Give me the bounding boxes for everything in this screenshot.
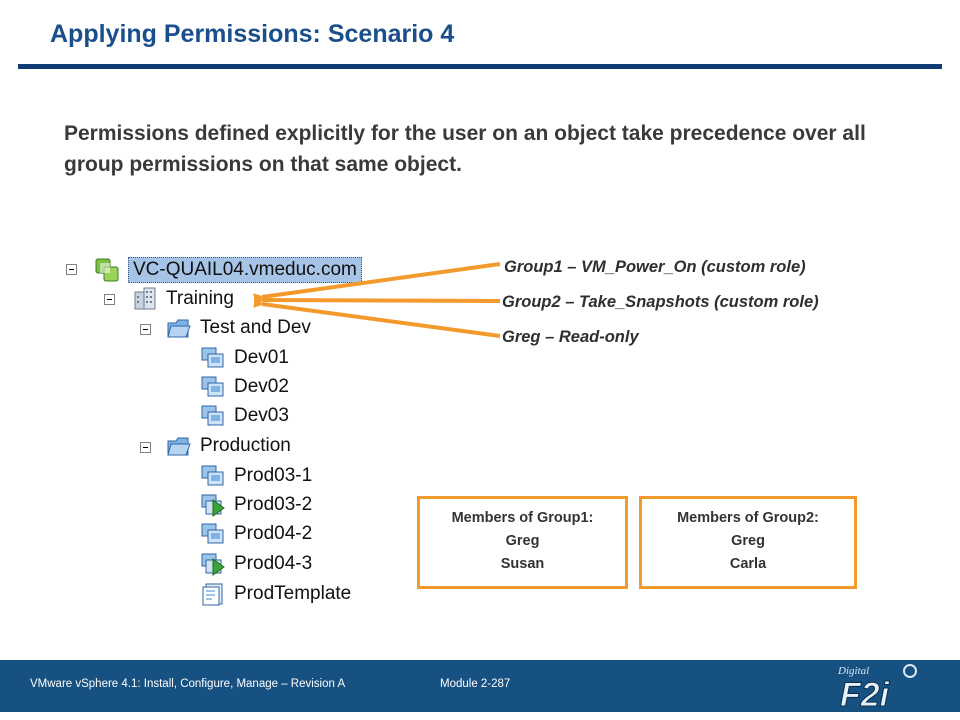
vm-powered-on-icon	[201, 553, 225, 576]
tree-label-test-and-dev: Test and Dev	[200, 317, 311, 338]
collapse-toggle-test-and-dev[interactable]	[140, 324, 151, 335]
title-divider	[18, 64, 942, 69]
tree-node-production[interactable]: Production	[166, 432, 291, 460]
arrow-group1	[253, 262, 501, 304]
tree-label-prod03-2: Prod03-2	[234, 494, 313, 515]
logo-main-text: F2i	[840, 676, 891, 712]
tree-node-prod03-2[interactable]: Prod03-2	[200, 491, 312, 519]
f2i-logo-icon: Digital F2i	[832, 660, 928, 712]
annotation-group2: Group2 – Take_Snapshots (custom role)	[502, 293, 819, 311]
tree-node-test-and-dev[interactable]: Test and Dev	[166, 314, 311, 342]
tree-label-prod04-3: Prod04-3	[234, 553, 313, 574]
group2-member: Greg	[731, 533, 765, 549]
collapse-toggle-production[interactable]	[140, 442, 151, 453]
folder-icon	[167, 437, 191, 456]
tree-node-dev02[interactable]: Dev02	[200, 373, 289, 401]
tree-node-vcenter[interactable]: VC-QUAIL04.vmeduc.com	[94, 256, 362, 284]
annotation-group1: Group1 – VM_Power_On (custom role)	[504, 258, 806, 276]
group2-member: Carla	[729, 556, 767, 572]
tree-label-dev01: Dev01	[234, 347, 289, 368]
tree-label-prodtemplate: ProdTemplate	[234, 583, 352, 604]
tree-node-prodtemplate[interactable]: ProdTemplate	[200, 580, 351, 608]
tree-label-dev03: Dev03	[234, 405, 289, 426]
vm-icon	[201, 523, 224, 544]
tree-node-prod04-2[interactable]: Prod04-2	[200, 520, 312, 548]
group1-member: Greg	[505, 533, 540, 549]
tree-label-training: Training	[166, 288, 234, 309]
datacenter-icon	[134, 287, 156, 310]
tree-label-prod04-2: Prod04-2	[234, 523, 313, 544]
tree-node-prod04-3[interactable]: Prod04-3	[200, 550, 312, 578]
tree-node-dev01[interactable]: Dev01	[200, 344, 289, 372]
page-title: Applying Permissions: Scenario 4	[50, 20, 455, 48]
arrow-greg	[253, 297, 501, 338]
folder-icon	[167, 319, 191, 338]
vm-icon	[201, 405, 224, 426]
group2-heading: Members of Group2:	[677, 510, 819, 526]
annotation-greg: Greg – Read-only	[502, 328, 639, 346]
footer-module-number: Module 2-287	[440, 678, 511, 690]
logo-small-text: Digital	[837, 665, 869, 677]
tree-label-dev02: Dev02	[234, 376, 289, 397]
footer-bar: VMware vSphere 4.1: Install, Configure, …	[0, 660, 960, 712]
tree-node-prod03-1[interactable]: Prod03-1	[200, 462, 312, 490]
tree-node-training[interactable]: Training	[132, 285, 234, 313]
vm-icon	[201, 347, 224, 368]
intro-text: Permissions defined explicitly for the u…	[64, 122, 866, 176]
footer-course-title: VMware vSphere 4.1: Install, Configure, …	[30, 678, 346, 690]
vcenter-icon	[95, 258, 119, 282]
group1-members-box: Members of Group1: Greg Susan	[417, 496, 628, 589]
group1-member: Susan	[500, 556, 545, 572]
vm-icon	[201, 376, 224, 397]
vm-icon	[201, 465, 224, 486]
template-icon	[202, 583, 223, 606]
tree-label-prod03-1: Prod03-1	[234, 465, 313, 486]
group2-members-box: Members of Group2: Greg Carla	[639, 496, 857, 589]
tree-label-production: Production	[200, 435, 291, 456]
tree-label-vcenter: VC-QUAIL04.vmeduc.com	[128, 257, 362, 283]
arrow-group2	[253, 294, 501, 305]
vm-powered-on-icon	[201, 494, 225, 517]
tree-node-dev03[interactable]: Dev03	[200, 402, 289, 430]
group1-heading: Members of Group1:	[451, 510, 594, 526]
collapse-toggle-root[interactable]	[66, 264, 77, 275]
collapse-toggle-datacenter[interactable]	[104, 294, 115, 305]
